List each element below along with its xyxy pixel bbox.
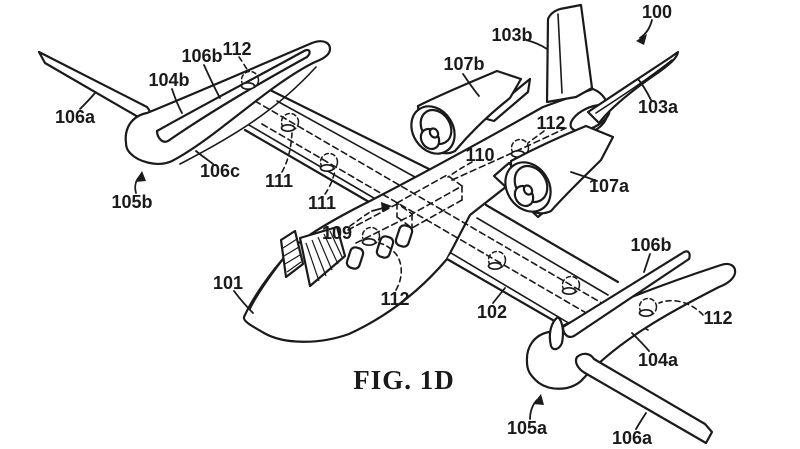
cabin-window [345,246,365,270]
ref-label-106b-right: 106b [630,235,671,255]
ref-label-102: 102 [477,302,507,322]
wing-conduits-hidden [254,100,649,331]
right-outboard-blade [574,352,714,445]
arrowhead-105a [533,394,544,405]
engine-nacelle-left [410,69,523,155]
ref-label-103b: 103b [491,25,532,45]
ref-label-106c: 106c [200,161,240,181]
folded-blade-right-top [561,250,691,338]
fitting-112 [487,250,507,271]
wingtip-pod-left [124,40,332,165]
vertical-stabilizer [545,3,594,104]
wingtip-pod-right [525,250,737,445]
ref-label-112-right-pod: 112 [703,308,732,328]
ref-label-100: 100 [642,2,672,22]
ref-label-112-left-pod: 112 [222,39,251,59]
ref-label-107a: 107a [589,176,630,196]
engine-nacelle-right [492,124,615,219]
fitting-112 [280,112,300,133]
arrowhead-109 [381,202,392,212]
ref-label-106a-left: 106a [55,107,96,127]
cockpit-windshield [279,225,347,288]
figure-caption: FIG. 1D [353,365,455,395]
ref-label-109: 109 [322,223,352,243]
leader-lines [79,19,704,430]
fitting-112 [561,275,581,296]
ref-label-111-lower: 111 [308,193,336,213]
fitting-112 [319,152,339,173]
fitting-112 [361,226,381,247]
ref-label-112-top: 112 [536,113,565,133]
pod-front-vane [548,315,565,351]
ref-label-105b: 105b [111,192,152,212]
ref-label-103a: 103a [638,97,679,117]
fitting-112 [240,70,260,91]
reference-labels: 100 103b 103a 107b 107a 110 109 111 111 … [55,2,733,448]
ref-label-101: 101 [213,273,243,293]
cabin-window [394,224,414,248]
ref-label-104b: 104b [148,70,189,90]
folded-blade-left-top [155,48,311,143]
ref-label-106b-left: 106b [181,46,222,66]
fitting-112 [638,297,658,318]
tail-group [481,3,680,132]
ref-label-105a: 105a [507,418,548,438]
ref-label-106a-right: 106a [612,428,653,448]
folded-blade-left-bottom [179,66,317,165]
conduit-junction-box [395,174,464,229]
ref-label-112-mid: 112 [380,289,409,309]
right-wing [445,203,620,332]
ref-label-107b: 107b [443,54,484,74]
arrowhead-100 [636,34,647,45]
ref-label-111-upper: 111 [265,171,293,191]
cabin-windows [345,224,414,270]
ref-label-104a: 104a [638,350,679,370]
ref-label-110: 110 [465,145,494,165]
arrowhead-105b [135,171,146,182]
